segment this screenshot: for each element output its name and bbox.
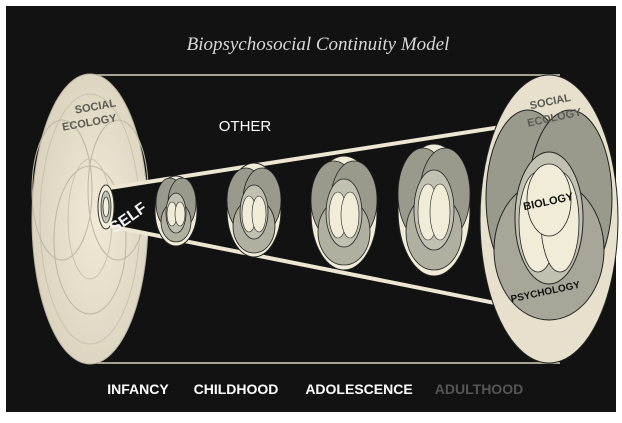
stage-four-ellipses: [311, 156, 377, 270]
stage-label-childhood: CHILDHOOD: [194, 381, 279, 397]
childhood-ellipses: [155, 176, 197, 246]
stage-five-ellipses: [398, 144, 470, 276]
stage-label-adolescence: ADOLESCENCE: [305, 381, 412, 397]
stage-three-ellipses: [227, 163, 281, 257]
stage-label-infancy: INFANCY: [107, 381, 169, 397]
diagram-title: Biopsychosocial Continuity Model: [187, 34, 450, 55]
other-label: OTHER: [219, 118, 272, 135]
stage-label-adulthood: ADULTHOOD: [435, 381, 523, 397]
